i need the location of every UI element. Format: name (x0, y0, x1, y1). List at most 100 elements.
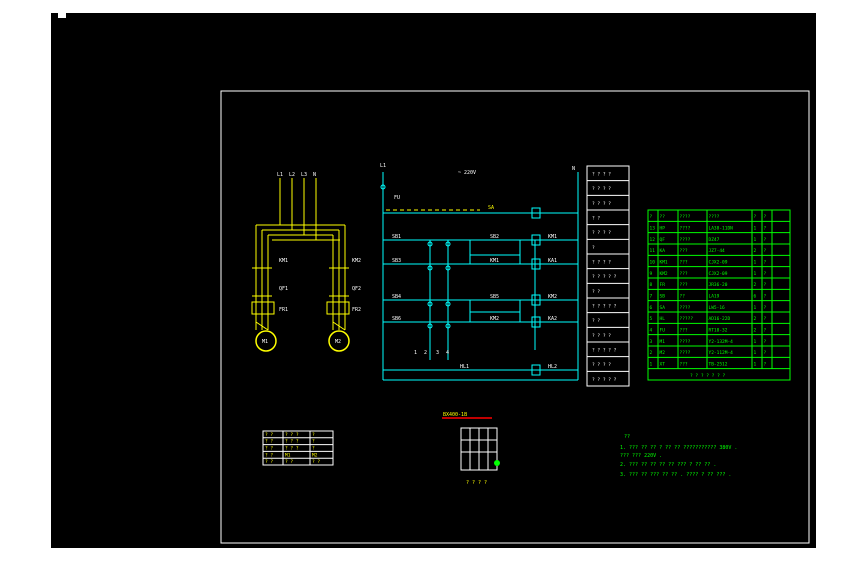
mark-4: 4 (446, 350, 449, 356)
notes: ?? 1. ??? ?? ?? ? ?? ?? ??????????? 380V… (620, 434, 737, 478)
row5-left: HL1 (460, 364, 469, 370)
function-row: ? ? ? ? ? (592, 274, 617, 280)
bom-cell: 1 (754, 350, 757, 356)
function-row: ? ? ? ? (592, 333, 611, 339)
row2-mid: KM1 (490, 258, 499, 264)
bom-header-cell: ???? (680, 214, 691, 220)
mark-1: 1 (414, 350, 417, 356)
note-line-1: 1. ??? ?? ?? ? ?? ?? ??????????? 380V . (620, 445, 737, 451)
bom-cell: KA (660, 248, 666, 254)
contactor-km2-label: KM2 (352, 258, 361, 264)
bom-cell: 2 (650, 350, 653, 356)
bom-cell: 1 (754, 225, 757, 231)
row3-left: SB4 (392, 294, 401, 300)
bom-cell: 12 (650, 237, 656, 243)
motor-m2-label: M2 (335, 339, 341, 345)
bom-cell: 2 (754, 327, 757, 333)
bom-cell: ? (764, 339, 767, 345)
bom-cell: ???? (680, 225, 691, 231)
legend-cell: M1 (285, 452, 291, 458)
bom-cell: Y2-132M-4 (709, 339, 734, 345)
bom-cell: ???? (680, 305, 691, 311)
cad-viewport[interactable] (51, 13, 816, 548)
breaker-qf1-label: QF1 (279, 286, 288, 292)
bom-header-cell: ? (650, 214, 653, 220)
bom-cell: 10 (650, 259, 656, 265)
bom-cell: 2 (754, 316, 757, 322)
control-circuit (380, 172, 579, 381)
bom-cell: 9 (650, 271, 653, 277)
bom-cell: TB-2512 (709, 361, 728, 367)
bom-header-cell: ???? (709, 214, 720, 220)
bom-header-cell: ? (754, 214, 757, 220)
bom-cell: ? (764, 361, 767, 367)
bom-cell: ? (764, 327, 767, 333)
relay-fr1-label: FR1 (279, 307, 288, 313)
legend-cell: ? ? (265, 439, 273, 445)
function-row: ? ? ? ? (592, 186, 611, 192)
legend-cell: ? (312, 445, 315, 451)
note-line-3: 2. ??? ?? ?? ?? ?? ??? ? ?? ?? . (620, 462, 716, 468)
bom-cell: RT18-32 (709, 327, 728, 333)
bom-cell: FR (660, 282, 666, 288)
bom-cell: 13 (650, 225, 656, 231)
note-line-4: 3. ??? ?? ??? ?? ?? . ???? ? ?? ??? . (620, 472, 731, 478)
bom-cell: LA19 (709, 293, 720, 299)
bom-cell: ? (764, 271, 767, 277)
row4-right: KA2 (548, 316, 557, 322)
bom-cell: M1 (660, 339, 666, 345)
control-n: N (572, 166, 575, 172)
bom-cell: 3 (650, 339, 653, 345)
bom-cell: KM1 (660, 259, 668, 265)
mark-2: 2 (424, 350, 427, 356)
row3-right: KM2 (548, 294, 557, 300)
bom-cell: 5 (650, 316, 653, 322)
legend-cell: ? ? (265, 432, 273, 438)
bom-cell: 6 (650, 305, 653, 311)
row5-right: HL2 (548, 364, 557, 370)
bom-cell: 1 (754, 305, 757, 311)
function-row: ? ? ? ? (592, 362, 611, 368)
mark-3: 3 (436, 350, 439, 356)
bom-footer: ? ? ? ? ? ? ? (690, 373, 726, 379)
row1-right: KM1 (548, 234, 557, 240)
function-row: ? ? (592, 289, 600, 295)
legend-cell: ? ? (265, 459, 273, 465)
row2-right: KA1 (548, 258, 557, 264)
bom-cell: ? (764, 259, 767, 265)
bom-cell: ? (764, 350, 767, 356)
bom-cell: JR36-20 (709, 282, 728, 288)
bom-cell: ?? (680, 293, 686, 299)
breaker-qf2-label: QF2 (352, 286, 361, 292)
legend-cell: ? ? (285, 459, 293, 465)
row4-left: SB6 (392, 316, 401, 322)
relay-fr2-label: FR2 (352, 307, 361, 313)
bom-cell: ? (764, 305, 767, 311)
bom-cell: ???? (680, 350, 691, 356)
cursor-marker (58, 12, 66, 18)
bom-cell: ? (764, 293, 767, 299)
row3-mid: SB5 (490, 294, 499, 300)
bom-cell: 4 (650, 327, 653, 333)
bom-cell: M2 (660, 350, 666, 356)
notes-heading: ?? (624, 434, 630, 440)
panel-title: BX400-1B (443, 412, 467, 418)
bom-cell: 7 (650, 293, 653, 299)
function-row: ? ? ? ? (592, 172, 611, 178)
function-row: ? ? ? ? ? (592, 304, 617, 310)
legend-cell: ? ? ? (285, 439, 299, 445)
legend-cell: ? (312, 432, 315, 438)
bom-cell: Y2-112M-4 (709, 350, 734, 356)
legend-cell: ? (312, 439, 315, 445)
switch-label: SA (488, 205, 494, 211)
bom-cell: 6 (754, 293, 757, 299)
bom-cell: 1 (650, 361, 653, 367)
function-row: ? ? ? ? ? (592, 377, 617, 383)
contactor-km1-label: KM1 (279, 258, 288, 264)
function-row: ? (592, 245, 595, 251)
bom-cell: ??? (680, 248, 688, 254)
bom-header-cell: ? (764, 214, 767, 220)
drawing-frame (220, 90, 810, 544)
fuse-label: FU (394, 195, 400, 201)
